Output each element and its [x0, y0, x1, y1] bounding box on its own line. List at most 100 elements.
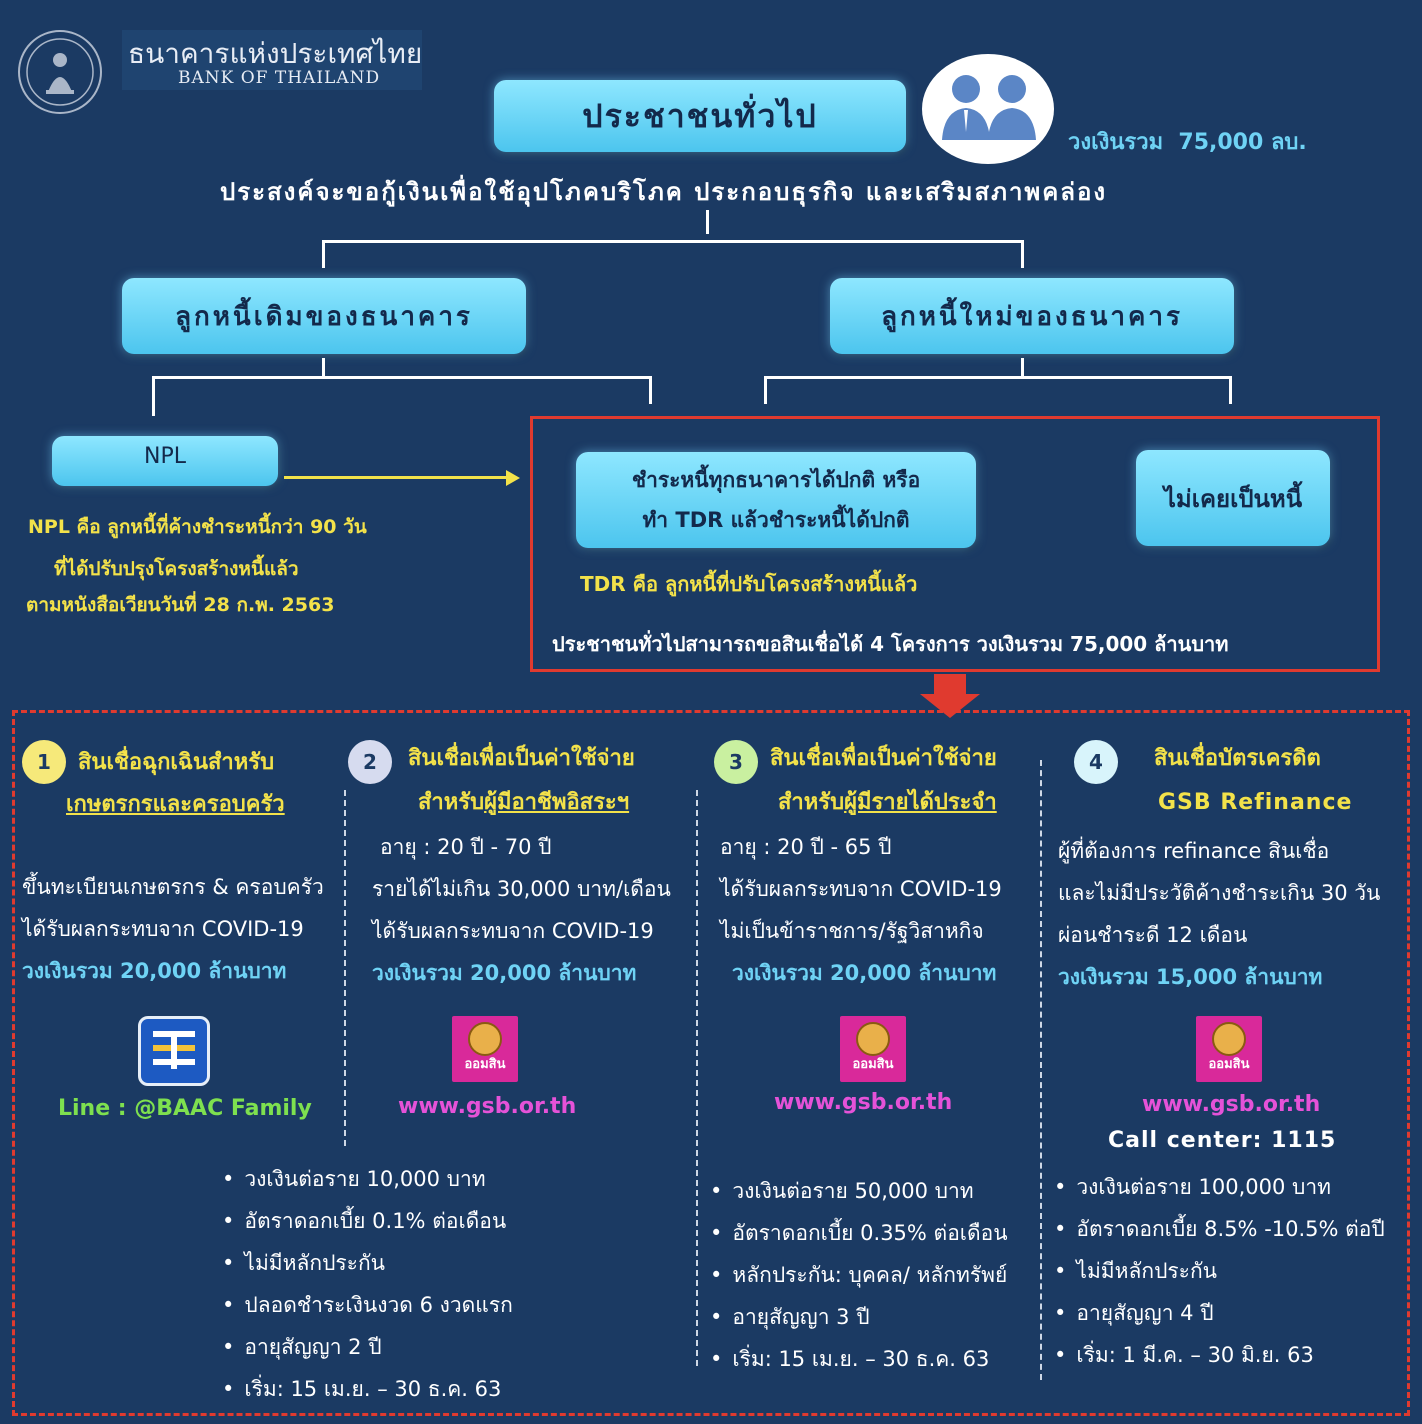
program-4-bullets: วงเงินต่อราย 100,000 บาท อัตราดอกเบี้ย 8… [1054, 1166, 1385, 1376]
eligible-summary: ประชาชนทั่วไปสามารถขอสินเชื่อได้ 4 โครงก… [552, 632, 1229, 656]
people-avatar-icon [922, 54, 1054, 164]
npl-note-line2: ที่ได้ปรับปรุงโครงสร้างหนี้แล้ว [54, 558, 299, 580]
program-1-bullet: อัตราดอกเบี้ย 0.1% ต่อเดือน [222, 1200, 513, 1242]
program-4-info-line: และไม่มีประวัติค้างชำระเกิน 30 วัน [1058, 881, 1381, 905]
connector [1021, 358, 1024, 378]
program-3-title-prefix: สำหรับ [778, 790, 845, 815]
program-4-bullet: อายุสัญญา 4 ปี [1054, 1292, 1385, 1334]
eligible-frame [530, 416, 1380, 672]
program-3-info-line: อายุ : 20 ปี - 65 ปี [720, 835, 892, 859]
program-1-title-line2: เกษตรกรและครอบครัว [66, 792, 285, 817]
connector [706, 210, 709, 234]
connector [764, 376, 1232, 379]
program-2-link[interactable]: www.gsb.or.th [398, 1094, 577, 1119]
program-4-number: 4 [1074, 740, 1118, 784]
program-3-bullet: วงเงินต่อราย 50,000 บาท [710, 1170, 1008, 1212]
connector [649, 376, 652, 404]
connector [152, 376, 652, 379]
npl-box: NPL [52, 436, 278, 486]
program-3-title-line1: สินเชื่อเพื่อเป็นค่าใช้จ่าย [770, 746, 997, 771]
connector [1229, 376, 1232, 404]
total-budget: วงเงินรวม 75,000 ลบ. [1068, 130, 1307, 155]
npl-label: NPL [144, 444, 186, 469]
program-4-info-line: ผู้ที่ต้องการ refinance สินเชื่อ [1058, 839, 1330, 863]
program-4-budget: วงเงินรวม 15,000 ล้านบาท [1058, 965, 1323, 989]
program-3-info-line: ได้รับผลกระทบจาก COVID-19 [720, 877, 1002, 901]
program-2-title-prefix: สำหรับ [418, 790, 485, 815]
baac-logo-icon [138, 1016, 210, 1086]
column-divider [696, 790, 698, 1366]
eligible-box: ชำระหนี้ทุกธนาคารได้ปกติ หรือ ทำ TDR แล้… [576, 452, 976, 548]
general-public-label: ประชาชนทั่วไป [582, 96, 818, 135]
column-divider [1040, 760, 1042, 1380]
program-3-link[interactable]: www.gsb.or.th [774, 1090, 953, 1115]
new-debtor-box: ลูกหนี้ใหม่ของธนาคาร [830, 278, 1234, 354]
program-1-info: ขึ้นทะเบียนเกษตรกร & ครอบครัว ได้รับผลกร… [22, 866, 324, 992]
eligible-line2: ทำ TDR แล้วชำระหนี้ได้ปกติ [642, 508, 910, 532]
program-2-budget: วงเงินรวม 20,000 ล้านบาท [372, 961, 637, 985]
program-1-info-line: ขึ้นทะเบียนเกษตรกร & ครอบครัว [22, 875, 324, 899]
bank-logo [18, 30, 102, 114]
programs-frame [12, 710, 1410, 1416]
bank-name-th: ธนาคารแห่งประเทศไทย [128, 37, 423, 70]
never-debt-box: ไม่เคยเป็นหนี้ [1136, 450, 1330, 546]
gsb-logo-icon: ออมสิน [840, 1016, 906, 1082]
program-1-number: 1 [22, 740, 66, 784]
program-1-title-line1: สินเชื่อฉุกเฉินสำหรับ [78, 750, 275, 775]
tdr-note: TDR คือ ลูกหนี้ที่ปรับโครงสร้างหนี้แล้ว [580, 572, 918, 596]
program-1-bullet: เริ่ม: 15 เม.ย. – 30 ธ.ค. 63 [222, 1368, 513, 1410]
program-3-bullets: วงเงินต่อราย 50,000 บาท อัตราดอกเบี้ย 0.… [710, 1170, 1008, 1380]
program-3-info: อายุ : 20 ปี - 65 ปี ได้รับผลกระทบจาก CO… [720, 826, 1002, 994]
program-3-title-line2: สำหรับผู้มีรายได้ประจำ [778, 782, 997, 824]
program-2-info-line: อายุ : 20 ปี - 70 ปี [380, 835, 552, 859]
gsb-logo-icon: ออมสิน [452, 1016, 518, 1082]
eligible-line1: ชำระหนี้ทุกธนาคารได้ปกติ หรือ [631, 468, 921, 492]
new-debtor-label: ลูกหนี้ใหม่ของธนาคาร [881, 301, 1183, 332]
connector [322, 240, 1024, 243]
bank-name-en: BANK OF THAILAND [178, 68, 381, 88]
program-2-info: อายุ : 20 ปี - 70 ปี รายได้ไม่เกิน 30,00… [372, 826, 671, 994]
program-4-bullet: ไม่มีหลักประกัน [1054, 1250, 1385, 1292]
program-4-bullet: อัตราดอกเบี้ย 8.5% -10.5% ต่อปี [1054, 1208, 1384, 1250]
program-1-bullets: วงเงินต่อราย 10,000 บาท อัตราดอกเบี้ย 0.… [222, 1158, 513, 1410]
connector [764, 376, 767, 404]
program-2-title-line2: สำหรับผู้มีอาชีพอิสระฯ [418, 782, 629, 824]
program-2-info-line: รายได้ไม่เกิน 30,000 บาท/เดือน [372, 877, 671, 901]
down-arrow-icon [934, 674, 966, 696]
garuda-seal-icon [26, 38, 94, 106]
program-3-budget: วงเงินรวม 20,000 ล้านบาท [732, 961, 997, 985]
program-3-title-target: ผู้มีรายได้ประจำ [844, 790, 997, 815]
general-public-box: ประชาชนทั่วไป [494, 80, 906, 152]
existing-debtor-box: ลูกหนี้เดิมของธนาคาร [122, 278, 526, 354]
program-2-number: 2 [348, 740, 392, 784]
program-1-bullet: วงเงินต่อราย 10,000 บาท [222, 1158, 513, 1200]
connector [322, 240, 325, 268]
arrow-head-icon [506, 470, 520, 486]
purpose-text: ประสงค์จะขอกู้เงินเพื่อใช้อุปโภคบริโภค ป… [220, 178, 1108, 206]
npl-note-line1: NPL คือ ลูกหนี้ที่ค้างชำระหนี้กว่า 90 วั… [28, 516, 367, 538]
program-1-bullet: อายุสัญญา 2 ปี [222, 1326, 513, 1368]
gsb-logo-icon: ออมสิน [1196, 1016, 1262, 1082]
program-4-link[interactable]: www.gsb.or.th [1142, 1092, 1321, 1117]
npl-arrow [284, 476, 510, 479]
program-2-title-target: ผู้มีอาชีพอิสระฯ [484, 790, 630, 815]
program-1-info-line: ได้รับผลกระทบจาก COVID-19 [22, 917, 304, 941]
program-4-info-line: ผ่อนชำระดี 12 เดือน [1058, 923, 1248, 947]
program-3-number: 3 [714, 740, 758, 784]
program-1-bullet: ปลอดชำระเงินงวด 6 งวดแรก [222, 1284, 512, 1326]
program-1-contact[interactable]: Line : @BAAC Family [58, 1096, 312, 1121]
program-4-title-line2: GSB Refinance [1158, 790, 1353, 815]
program-3-bullet: อัตราดอกเบี้ย 0.35% ต่อเดือน [710, 1212, 1007, 1254]
program-4-title-line1: สินเชื่อบัตรเครดิต [1154, 746, 1321, 771]
bank-name-plate: ธนาคารแห่งประเทศไทย BANK OF THAILAND [122, 30, 422, 90]
connector [152, 376, 155, 416]
connector [1021, 240, 1024, 268]
gsb-logo-text: ออมสิน [852, 1057, 894, 1072]
gsb-logo-text: ออมสิน [1208, 1057, 1250, 1072]
program-2-title-line1: สินเชื่อเพื่อเป็นค่าใช้จ่าย [408, 746, 635, 771]
program-2-info-line: ได้รับผลกระทบจาก COVID-19 [372, 919, 654, 943]
program-4-bullet: วงเงินต่อราย 100,000 บาท [1054, 1166, 1385, 1208]
program-4-bullet: เริ่ม: 1 มี.ค. – 30 มิ.ย. 63 [1054, 1334, 1385, 1376]
down-arrow-head-icon [920, 694, 980, 718]
program-3-bullet: อายุสัญญา 3 ปี [710, 1296, 1008, 1338]
